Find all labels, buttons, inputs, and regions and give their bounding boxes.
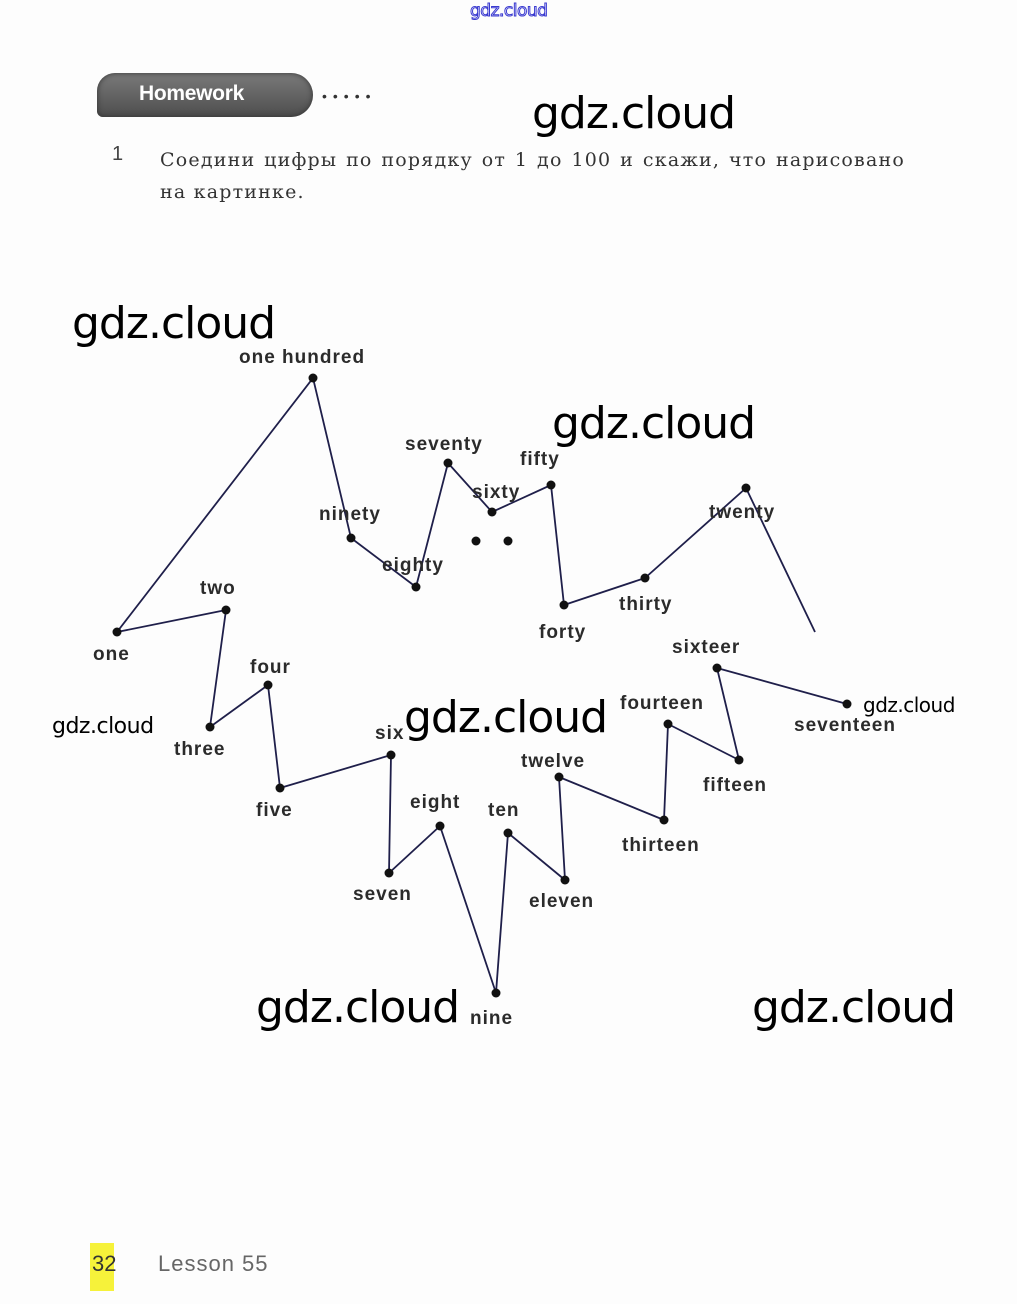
homework-badge-label: Homework bbox=[139, 82, 244, 105]
label-seventeen: seventeen bbox=[794, 715, 896, 736]
label-fifteen: fifteen bbox=[703, 775, 767, 796]
watermark: gdz.cloud bbox=[72, 298, 276, 349]
dot-eight bbox=[435, 821, 445, 831]
label-twenty: twenty bbox=[709, 502, 775, 523]
dot-eleven bbox=[560, 875, 570, 885]
dot-three bbox=[205, 722, 215, 732]
label-five: five bbox=[256, 800, 293, 821]
task-instructions: Соедини цифры по порядку от 1 до 100 и с… bbox=[160, 149, 905, 203]
dot-forty bbox=[559, 600, 569, 610]
watermark: gdz.cloud bbox=[552, 398, 756, 449]
label-eight: eight bbox=[410, 792, 460, 813]
watermark-top: gdz.cloud bbox=[469, 1, 548, 22]
dot-seventeen bbox=[842, 699, 852, 709]
page-number-highlight: 32 bbox=[90, 1243, 117, 1291]
watermark: gdz.cloud bbox=[52, 714, 154, 739]
dot-fourteen bbox=[663, 719, 673, 729]
label-forty: forty bbox=[539, 622, 586, 643]
eye-dot-left bbox=[471, 536, 481, 546]
homework-badge: Homework bbox=[97, 73, 313, 117]
watermark: gdz.cloud bbox=[404, 692, 608, 743]
page-number: 32 bbox=[92, 1251, 117, 1276]
dot-thirty bbox=[640, 573, 650, 583]
label-ten: ten bbox=[488, 800, 520, 821]
badge-dots-decoration: ••••• bbox=[322, 88, 377, 104]
dot-ten bbox=[503, 828, 513, 838]
dot-six bbox=[386, 750, 396, 760]
dot-four bbox=[263, 680, 273, 690]
label-one-hundred: one hundred bbox=[239, 347, 365, 368]
label-two: two bbox=[200, 578, 236, 599]
dot-one-hundred bbox=[308, 373, 318, 383]
connecting-lines bbox=[116, 377, 848, 994]
line-twenty-to-seventeen bbox=[745, 487, 816, 633]
watermark: gdz.cloud bbox=[532, 88, 736, 139]
dot-seven bbox=[384, 868, 394, 878]
label-fifty: fifty bbox=[520, 449, 560, 470]
label-thirteen: thirteen bbox=[622, 835, 700, 856]
line-one-to-seventeen bbox=[116, 609, 848, 994]
label-eleven: eleven bbox=[529, 891, 594, 912]
label-seven: seven bbox=[353, 884, 412, 905]
line-twenty-to-one bbox=[116, 377, 747, 633]
label-nine: nine bbox=[470, 1008, 513, 1029]
eye-dot-right bbox=[503, 536, 513, 546]
bat-eyes bbox=[471, 536, 513, 546]
label-four: four bbox=[250, 657, 291, 678]
label-six: six bbox=[375, 723, 404, 744]
puzzle-dots bbox=[112, 373, 852, 998]
dot-two bbox=[221, 605, 231, 615]
label-eighty: eighty bbox=[382, 555, 444, 576]
dot-one bbox=[112, 627, 122, 637]
label-thirty: thirty bbox=[619, 594, 673, 615]
watermark: gdz.cloud bbox=[752, 982, 956, 1033]
label-fourteen: fourteen bbox=[620, 693, 704, 714]
puzzle-labels: one two three four five six seven eight nine ten e… bbox=[93, 347, 896, 1029]
watermark: gdz.cloud bbox=[256, 982, 460, 1033]
dot-twenty bbox=[741, 483, 751, 493]
dot-sixteen bbox=[712, 663, 722, 673]
dot-sixty bbox=[487, 507, 497, 517]
label-ninety: ninety bbox=[319, 504, 381, 525]
dot-five bbox=[275, 783, 285, 793]
label-sixteen: sixteer bbox=[672, 637, 740, 658]
dot-thirteen bbox=[659, 815, 669, 825]
watermark: gdz.cloud bbox=[863, 693, 955, 717]
label-twelve: twelve bbox=[521, 751, 585, 772]
dot-nine bbox=[491, 988, 501, 998]
label-three: three bbox=[174, 739, 225, 760]
task-number: 1 bbox=[112, 143, 124, 165]
label-seventy: seventy bbox=[405, 434, 483, 455]
dot-fifteen bbox=[734, 755, 744, 765]
dot-twelve bbox=[554, 772, 564, 782]
label-one: one bbox=[93, 644, 130, 665]
dot-ninety bbox=[346, 533, 356, 543]
dot-fifty bbox=[546, 480, 556, 490]
label-sixty: sixty bbox=[472, 482, 520, 503]
dot-eighty bbox=[411, 582, 421, 592]
lesson-label: Lesson 55 bbox=[158, 1251, 269, 1276]
dot-seventy bbox=[443, 458, 453, 468]
